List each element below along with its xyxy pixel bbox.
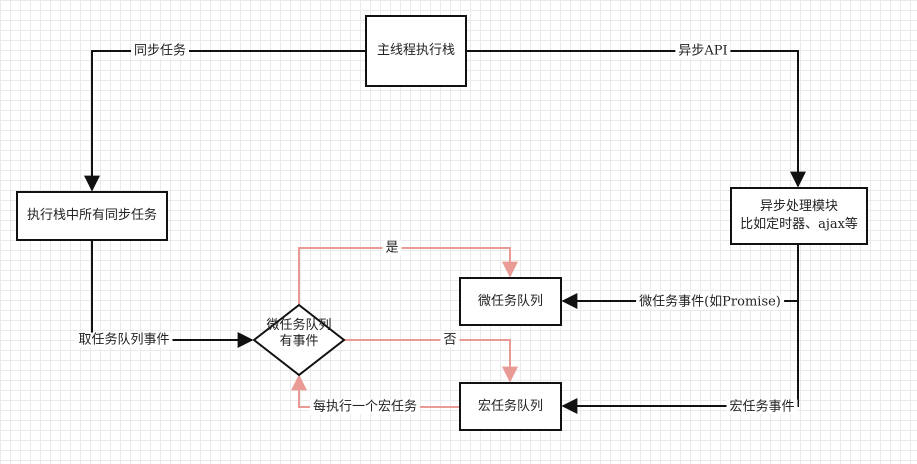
sync-tasks-label: 执行栈中所有同步任务 <box>26 208 157 223</box>
edge-take-event <box>91 240 254 348</box>
edge-label-async-api: 异步API <box>675 43 731 59</box>
edge-yes <box>298 247 518 304</box>
async-module-node: 异步处理模块 比如定时器、ajax等 <box>730 187 868 245</box>
main-thread-stack-node: 主线程执行栈 <box>365 15 467 87</box>
edge-macro-event <box>561 301 799 414</box>
edge-label-take-event: 取任务队列事件 <box>75 332 173 348</box>
edge-sync-tasks <box>84 50 366 192</box>
micro-queue-label: 微任务队列 <box>477 293 543 309</box>
edge-no <box>344 339 518 383</box>
edge-async-api <box>466 50 806 188</box>
async-module-title: 异步处理模块 <box>759 199 838 214</box>
sync-tasks-node: 执行栈中所有同步任务 <box>16 191 168 241</box>
edge-micro-event <box>561 244 799 309</box>
macro-queue-label: 宏任务队列 <box>477 398 543 414</box>
edge-label-yes: 是 <box>382 240 402 256</box>
decision-diamond <box>252 303 346 377</box>
async-module-subtitle: 比如定时器、ajax等 <box>740 217 858 232</box>
decision-label-line2: 有事件 <box>279 334 319 349</box>
edge-label-macro-event: 宏任务事件 <box>726 399 798 415</box>
macro-queue-node: 宏任务队列 <box>459 382 562 431</box>
edge-label-no: 否 <box>440 332 460 348</box>
edge-label-sync: 同步任务 <box>130 43 190 59</box>
decision-label-line1: 微任务队列 <box>266 318 332 333</box>
micro-queue-node: 微任务队列 <box>459 277 562 326</box>
edge-label-micro-event: 微任务事件(如Promise) <box>636 294 784 310</box>
main-thread-stack-label: 主线程执行栈 <box>376 43 455 58</box>
edge-label-each-macro: 每执行一个宏任务 <box>309 399 421 415</box>
decision-label: 微任务队列 有事件 <box>255 318 343 350</box>
